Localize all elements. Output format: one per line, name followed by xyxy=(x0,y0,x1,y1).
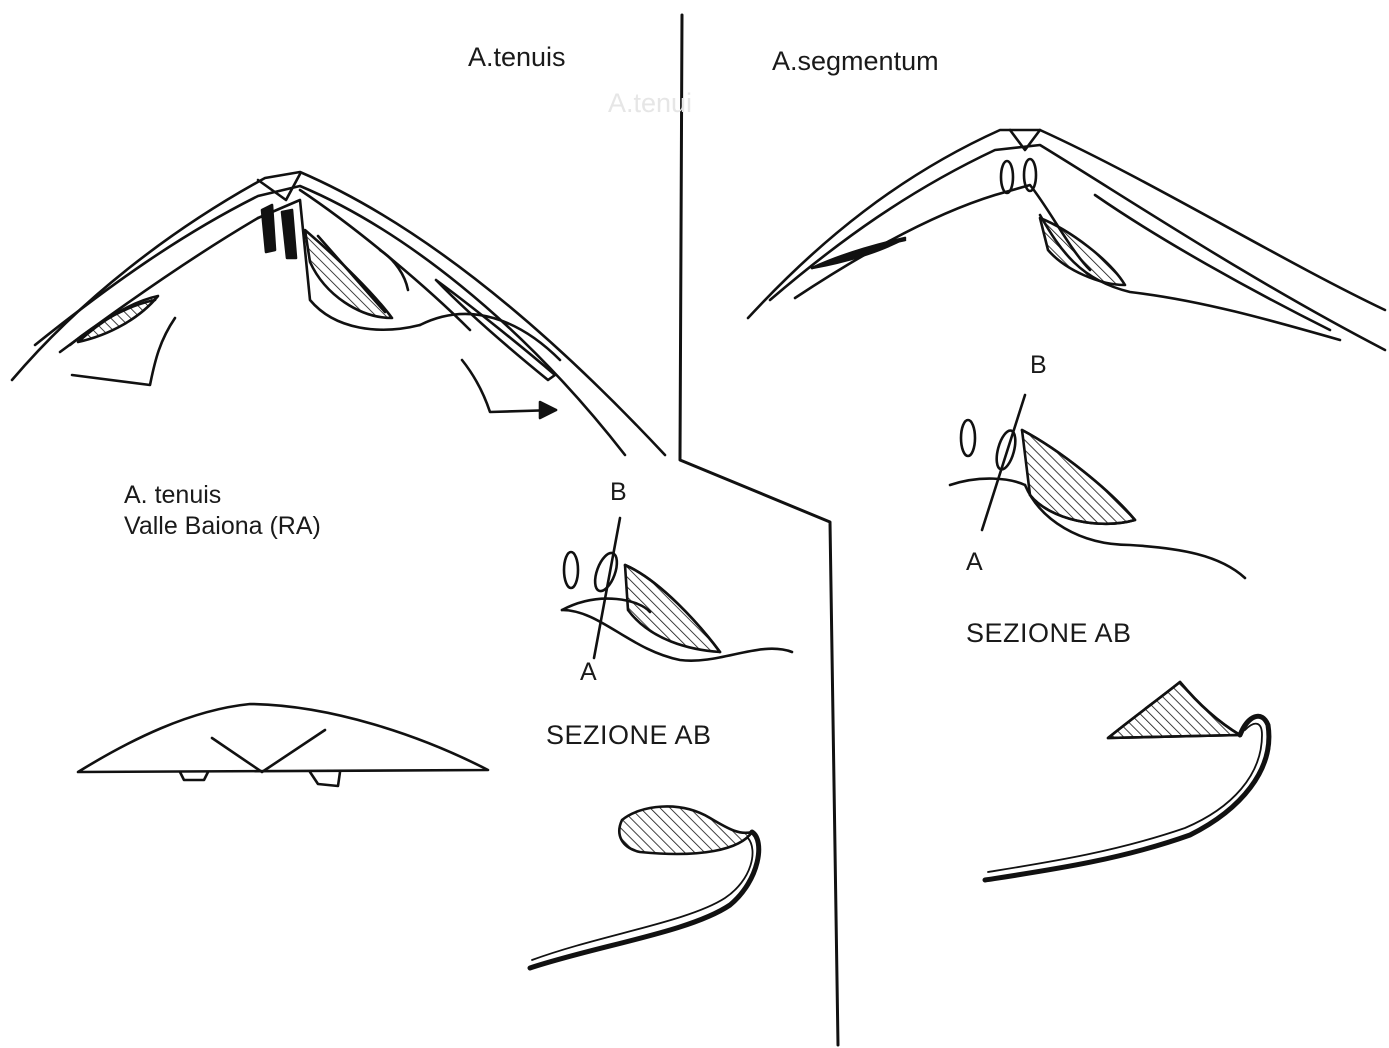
segmentum-section-ab-shape xyxy=(985,682,1269,880)
left-panel-title: A.tenuis xyxy=(468,44,566,71)
left-point-a-label: A xyxy=(580,660,597,685)
specimen-locality: Valle Baiona (RA) xyxy=(124,511,321,542)
specimen-name: A. tenuis xyxy=(124,480,321,511)
panel-divider xyxy=(680,15,838,1045)
right-point-a-label: A xyxy=(966,550,983,575)
segmentum-section-detail xyxy=(950,395,1245,578)
tenuis-section-ab-shape xyxy=(530,806,759,968)
right-section-label: SEZIONE AB xyxy=(966,620,1132,647)
tenuis-shell-drawing xyxy=(12,172,665,455)
specimen-caption: A. tenuis Valle Baiona (RA) xyxy=(124,480,321,542)
segmentum-shell-drawing xyxy=(748,130,1385,350)
tenuis-side-outline xyxy=(78,704,488,786)
right-panel-title: A.segmentum xyxy=(772,48,939,75)
left-section-label: SEZIONE AB xyxy=(546,722,712,749)
left-point-b-label: B xyxy=(610,480,627,505)
right-point-b-label: B xyxy=(1030,353,1047,378)
left-panel-ghost-title: A.tenui xyxy=(608,90,692,117)
tenuis-section-detail xyxy=(562,518,792,661)
